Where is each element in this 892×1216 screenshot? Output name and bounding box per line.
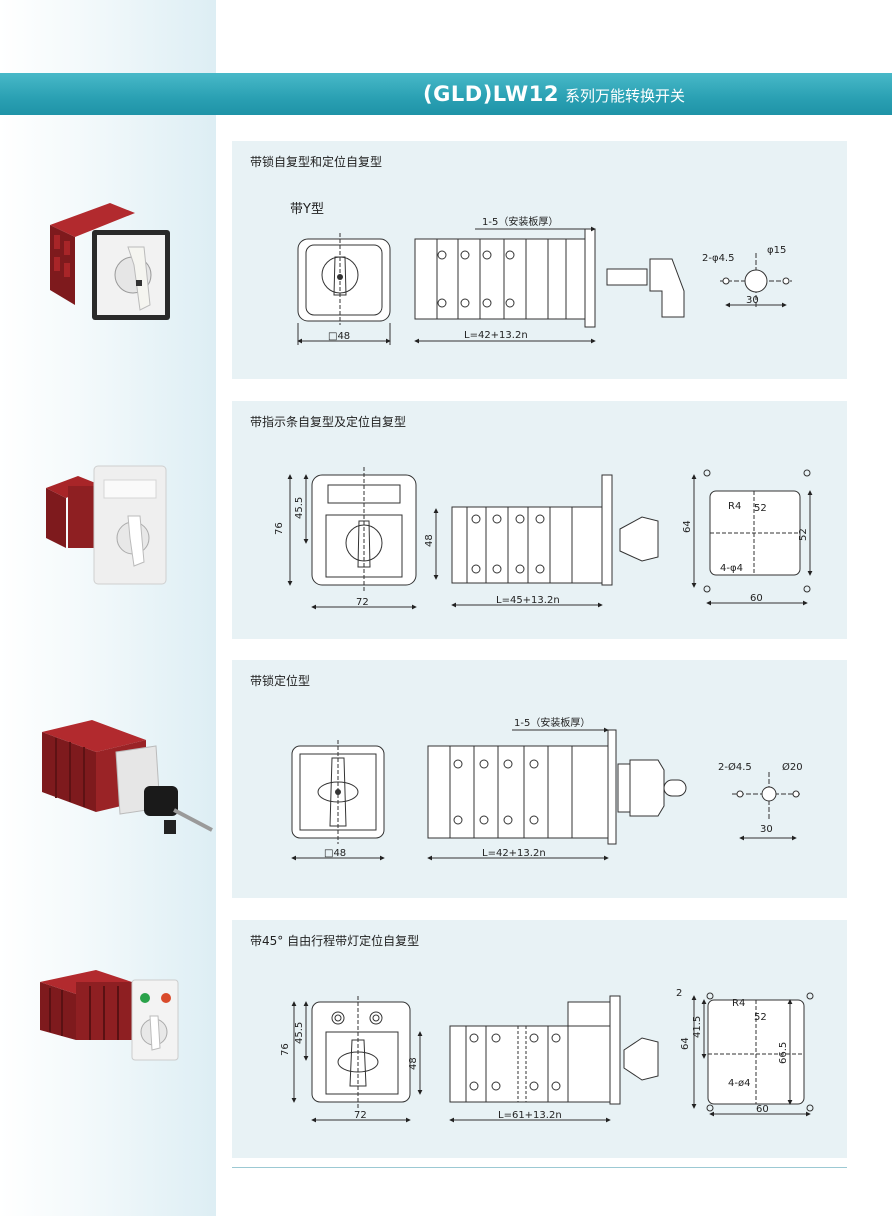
dim-length-4: L=61+13.2n — [498, 1110, 562, 1121]
bottom-divider — [232, 1167, 847, 1168]
section-panel-2: 带指示条自复型及定位自复型 76 45.5 48 72 — [232, 401, 847, 639]
dim-radius-4: R4 — [732, 998, 745, 1009]
subtitle-y-type: 带Y型 — [290, 202, 324, 217]
page-title: (GLD)LW12 系列万能转换开关 — [216, 73, 892, 115]
dim-height-2: 76 — [274, 522, 285, 535]
dim-cut-width-2: 52 — [754, 503, 767, 514]
section-panel-3: 带锁定位型 □48 L=42+13.2n — [232, 660, 847, 898]
dim-height-4: 76 — [280, 1043, 291, 1056]
dim-inner-height-4: 41.5 — [692, 1016, 703, 1038]
dim-length-1: L=42+13.2n — [464, 330, 528, 341]
dim-center-hole-3: Ø20 — [782, 761, 803, 773]
dim-front-size-3: □48 — [324, 848, 346, 859]
section-panel-1: 带锁自复型和定位自复型 带Y型 □48 — [232, 141, 847, 379]
dim-length-2: L=45+13.2n — [496, 595, 560, 606]
dim-length-3: L=42+13.2n — [482, 848, 546, 859]
drawing-1: 带Y型 □48 L=42+13.2n 1-5（安装板厚） — [290, 202, 792, 345]
page-title-model: (GLD)LW12 — [423, 82, 559, 106]
dim-panel-height-2: 64 — [682, 520, 693, 533]
dim-upper-height-2: 45.5 — [294, 497, 305, 519]
dim-upper-height-4: 45.5 — [294, 1022, 305, 1044]
header-banner — [0, 73, 892, 115]
section-panel-4: 带45° 自由行程带灯定位自复型 76 45.5 48 72 — [232, 920, 847, 1158]
dim-plate-thickness-1: 1-5（安装板厚） — [482, 215, 558, 228]
dim-hole-spacing-3: 30 — [760, 824, 773, 835]
product-photo-4 — [36, 960, 186, 1070]
dim-top-offset-4: 2 — [676, 988, 682, 999]
product-photo-1 — [40, 195, 180, 335]
dim-holes-2: 4-φ4 — [720, 563, 743, 574]
dim-center-hole-1: φ15 — [767, 245, 786, 256]
dim-hole-spacing-1: 30 — [746, 295, 759, 306]
product-photo-2 — [38, 458, 178, 588]
product-photo-3 — [36, 712, 220, 842]
section-title-4: 带45° 自由行程带灯定位自复型 — [250, 934, 420, 948]
dim-knob-square-4: 48 — [408, 1057, 419, 1070]
dim-cut-height-4: 66.5 — [778, 1042, 789, 1064]
section-title-1: 带锁自复型和定位自复型 — [250, 155, 383, 169]
dim-panel-width-2: 60 — [750, 593, 763, 604]
dim-plate-thickness-3: 1-5（安装板厚） — [514, 716, 590, 729]
dim-radius-2: R4 — [728, 501, 741, 512]
drawing-4: 76 45.5 48 72 L=61+13.2n 2 64 — [280, 988, 814, 1123]
dim-holes-3: 2-Ø4.5 — [718, 761, 752, 773]
dim-width-2: 72 — [356, 597, 369, 608]
dim-cut-width-4: 52 — [754, 1012, 767, 1023]
dim-knob-square-2: 48 — [424, 534, 435, 547]
section-title-2: 带指示条自复型及定位自复型 — [250, 415, 407, 429]
dim-front-size-1: □48 — [328, 331, 350, 342]
dim-holes-1: 2-φ4.5 — [702, 253, 734, 264]
dim-holes-4: 4-ø4 — [728, 1078, 750, 1089]
section-title-3: 带锁定位型 — [250, 674, 311, 688]
dim-panel-height-4: 64 — [680, 1037, 691, 1050]
dim-width-4: 72 — [354, 1110, 367, 1121]
dim-cut-height-2: 52 — [798, 528, 809, 541]
drawing-3: □48 L=42+13.2n 1-5（安装板厚） 30 2-Ø4.5 Ø20 — [291, 716, 803, 861]
page-title-description: 系列万能转换开关 — [564, 87, 685, 105]
dim-panel-width-4: 60 — [756, 1104, 769, 1115]
drawing-2: 76 45.5 48 72 L=45+13.2n 64 52 — [274, 467, 813, 610]
